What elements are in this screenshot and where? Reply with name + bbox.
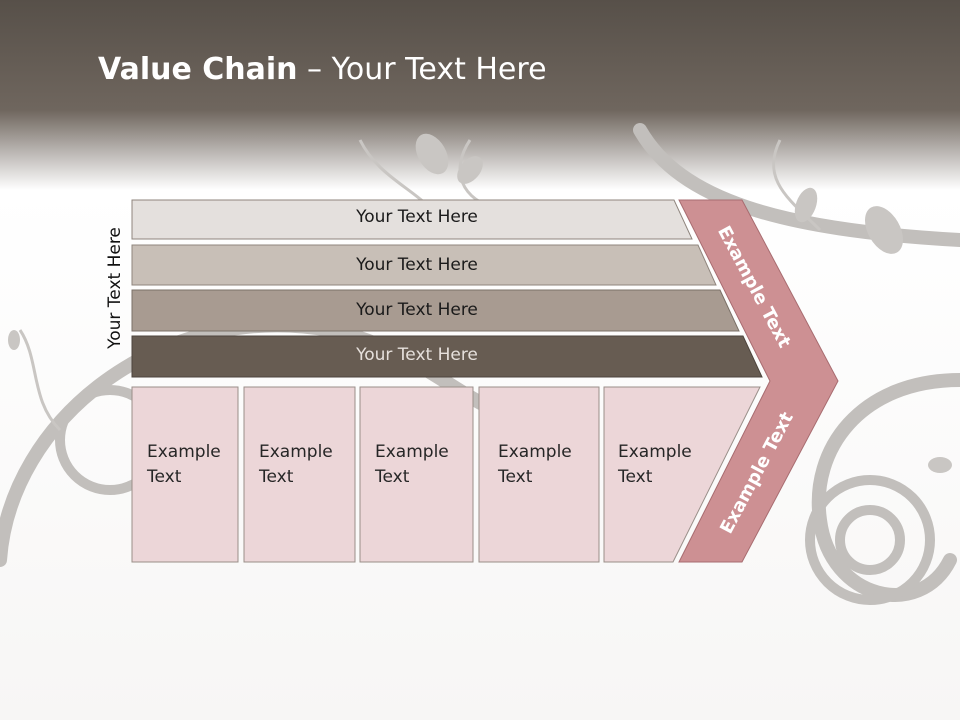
bar-1 (131, 199, 693, 240)
slide-title: Value Chain – Your Text Here (98, 52, 547, 87)
bar-3 (131, 289, 740, 332)
cell-4 (478, 386, 600, 563)
title-rest: – Your Text Here (297, 52, 547, 87)
cell-2-line1: Example (259, 442, 333, 462)
cell-3 (359, 386, 474, 563)
cell-1-line2: Text (147, 467, 182, 487)
cell-1-line1: Example (147, 442, 221, 462)
bar-2-label: Your Text Here (356, 255, 478, 275)
cell-2-line2: Text (259, 467, 294, 487)
cell-4-line1: Example (498, 442, 572, 462)
cell-3-line1: Example (375, 442, 449, 462)
cell-4-line2: Text (498, 467, 533, 487)
cell-5-line1: Example (618, 442, 692, 462)
cell-5-line2: Text (618, 467, 653, 487)
bar-4 (131, 335, 763, 378)
bar-4-label: Your Text Here (356, 345, 478, 365)
cell-3-line2: Text (375, 467, 410, 487)
bar-2 (131, 244, 717, 286)
cell-2 (243, 386, 356, 563)
cell-5 (603, 386, 761, 563)
chevron (678, 199, 839, 563)
bar-1-label: Your Text Here (356, 207, 478, 227)
reflection (0, 568, 960, 720)
cell-1 (131, 386, 239, 563)
title-bold: Value Chain (98, 52, 298, 87)
bar-3-label: Your Text Here (356, 300, 478, 320)
